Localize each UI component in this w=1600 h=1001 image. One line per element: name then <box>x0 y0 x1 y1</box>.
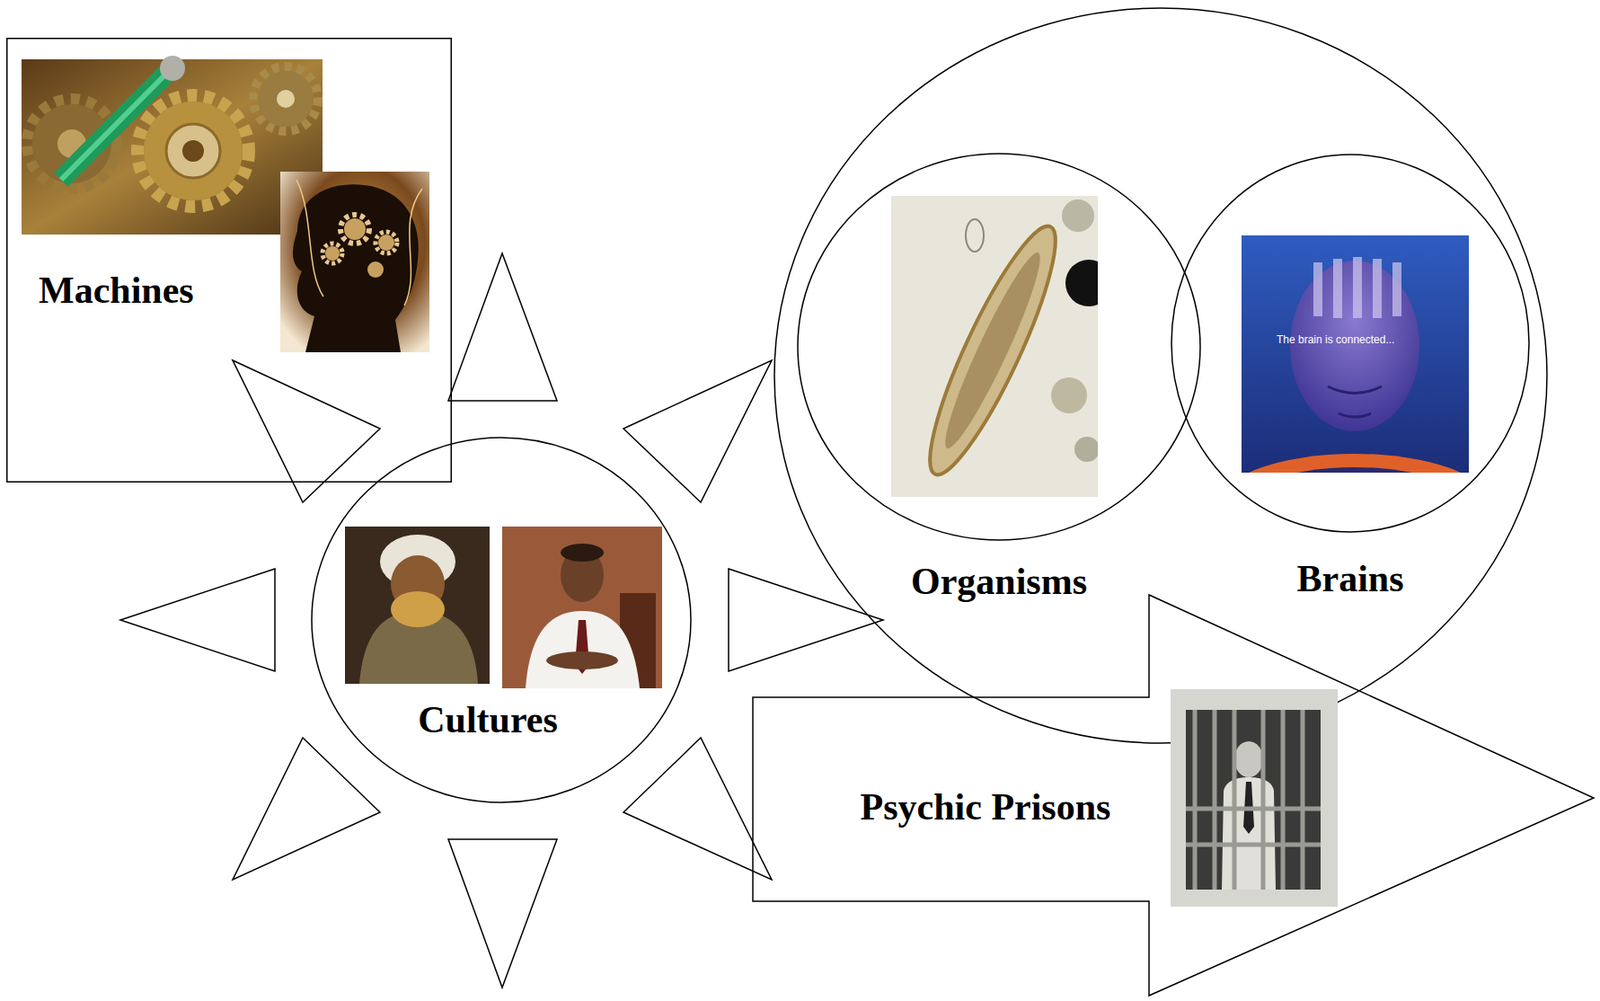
head-gears-picture <box>280 171 430 353</box>
paramecium-picture <box>965 219 984 252</box>
sun-ray <box>623 737 772 880</box>
gears-picture <box>21 59 323 235</box>
elder-photo <box>344 526 490 684</box>
head-gears-picture <box>378 234 395 251</box>
prison-photo <box>1193 709 1198 890</box>
prison-photo <box>1234 741 1264 778</box>
businessman-photo <box>546 651 619 670</box>
sun-ray <box>448 839 557 988</box>
organisms-circle: Organisms <box>796 152 1202 541</box>
brain-picture <box>1313 262 1323 317</box>
arrow-outline <box>752 594 1594 996</box>
businessman-photo <box>525 610 640 689</box>
head-gears-picture <box>325 246 340 261</box>
brain-picture <box>1333 258 1343 319</box>
cultures-circle: Cultures <box>310 436 692 804</box>
head-gears-picture <box>292 184 419 353</box>
businessman-photo <box>560 543 604 562</box>
paramecium-picture <box>1051 377 1088 414</box>
gears-picture <box>182 140 204 162</box>
enclosing-circle <box>774 8 1547 743</box>
head-gears-picture <box>340 214 370 244</box>
circle-outline <box>797 153 1201 540</box>
brain-picture <box>1372 258 1382 319</box>
outline <box>1170 153 1530 533</box>
gears-picture <box>137 95 249 207</box>
gears-picture <box>61 73 167 180</box>
businessman-photo <box>502 526 663 689</box>
outline <box>6 37 452 483</box>
head-gears-picture <box>280 171 430 353</box>
prison-photo <box>1185 806 1321 812</box>
node-label: Organisms <box>910 560 1088 602</box>
brain-picture <box>1327 386 1382 394</box>
head-gears-picture <box>367 261 384 278</box>
prison-photo <box>1232 709 1238 890</box>
outline <box>752 594 1596 998</box>
outline <box>796 152 1202 541</box>
paramecium-picture <box>891 195 1098 497</box>
sun-ray <box>120 253 884 988</box>
gears-picture <box>159 55 186 81</box>
box-outline <box>7 38 452 483</box>
brain-picture <box>1392 262 1402 317</box>
gears-picture <box>253 66 319 132</box>
elder-photo <box>344 526 490 684</box>
circle-outline <box>311 437 691 803</box>
paramecium-picture <box>1065 259 1098 307</box>
brain-picture <box>1241 235 1469 473</box>
node-label: Machines <box>38 269 195 311</box>
paramecium-picture <box>1061 199 1095 232</box>
sun-ray <box>232 737 381 880</box>
sun-ray <box>448 253 557 401</box>
gears-picture <box>276 89 295 108</box>
gears-picture <box>61 73 167 180</box>
businessman-photo <box>502 526 663 689</box>
node-label: Cultures <box>417 698 558 741</box>
prison-photo <box>1221 777 1276 890</box>
poster-text: The brain is connected... <box>1276 333 1395 346</box>
sun-ray <box>120 568 275 672</box>
circle-outline <box>1171 154 1530 532</box>
brains-circle: Brains <box>1170 153 1530 533</box>
gears-picture <box>257 70 314 127</box>
prison-photo <box>1185 709 1321 890</box>
node-label: Brains <box>1296 557 1404 600</box>
prison-photo <box>1261 709 1266 890</box>
prison-photo <box>1185 842 1321 848</box>
elder-photo <box>390 591 445 628</box>
brain-picture <box>1241 467 1469 473</box>
prison-photo <box>1281 709 1286 890</box>
prison-photo <box>1212 709 1218 890</box>
gears-picture <box>143 101 243 201</box>
prison-photo <box>1185 709 1321 890</box>
paramecium-picture <box>934 246 1052 454</box>
sun-ray <box>623 360 772 503</box>
outline <box>310 436 692 804</box>
prison-photo <box>1170 689 1338 907</box>
sun-ray <box>232 360 381 503</box>
prison-photo <box>1300 709 1306 890</box>
head-gears-picture <box>375 231 398 254</box>
sun-ray <box>728 568 884 672</box>
psychic-prisons-arrow: Psychic Prisons <box>752 594 1596 998</box>
paramecium-picture <box>1074 436 1098 462</box>
brain-picture <box>1338 413 1371 417</box>
brain-picture <box>1241 235 1469 473</box>
node-label: Psychic Prisons <box>860 786 1112 828</box>
gears-picture <box>166 123 221 178</box>
paramecium-picture <box>910 215 1076 487</box>
brain-picture <box>1352 256 1362 319</box>
head-gears-picture <box>344 218 366 240</box>
paramecium-picture <box>891 195 1098 497</box>
head-gears-picture <box>296 179 423 306</box>
machines-box: Machines <box>6 37 452 483</box>
prison-photo <box>1170 689 1338 907</box>
gears-picture <box>21 55 323 235</box>
head-gears-picture <box>322 243 343 264</box>
